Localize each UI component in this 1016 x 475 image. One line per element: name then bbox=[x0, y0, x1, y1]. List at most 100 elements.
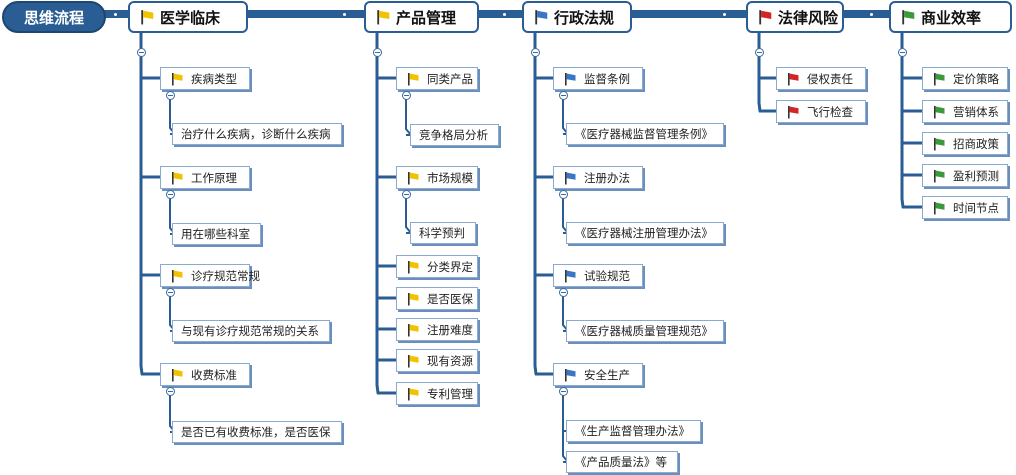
collapse-toggle-icon[interactable] bbox=[165, 386, 175, 396]
collapse-toggle-icon[interactable] bbox=[897, 47, 907, 57]
flag-yellow-icon bbox=[408, 171, 419, 184]
connector-dot bbox=[342, 12, 346, 16]
item-label: 专利管理 bbox=[427, 386, 473, 401]
category-2-item[interactable]: 注册难度 bbox=[396, 318, 478, 341]
category-1-item[interactable]: 工作原理 bbox=[160, 166, 250, 189]
detail-note[interactable]: 治疗什么疾病，诊断什么疾病 bbox=[172, 123, 342, 145]
detail-note[interactable]: 《产品质量法》等 bbox=[566, 451, 678, 473]
detail-note[interactable]: 竞争格局分析 bbox=[410, 124, 499, 146]
collapse-toggle-icon[interactable] bbox=[372, 47, 382, 57]
detail-note-label: 科学预判 bbox=[419, 226, 465, 240]
flag-blue-icon bbox=[565, 72, 576, 85]
item-label: 飞行检查 bbox=[807, 104, 853, 119]
collapse-toggle-icon[interactable] bbox=[558, 189, 568, 199]
item-label: 时间节点 bbox=[953, 200, 999, 215]
category-5-item[interactable]: 招商政策 bbox=[922, 132, 1008, 155]
category-1-label: 医学临床 bbox=[160, 8, 221, 27]
flag-yellow-icon bbox=[141, 10, 154, 25]
category-5-item[interactable]: 营销体系 bbox=[922, 100, 1008, 123]
collapse-toggle-icon[interactable] bbox=[165, 287, 175, 297]
collapse-toggle-icon[interactable] bbox=[558, 90, 568, 100]
category-4[interactable]: 法律风险 bbox=[746, 1, 844, 33]
category-2-item[interactable]: 市场规模 bbox=[396, 166, 478, 189]
category-3-item[interactable]: 试验规范 bbox=[553, 264, 643, 287]
collapse-toggle-icon[interactable] bbox=[165, 90, 175, 100]
item-label: 招商政策 bbox=[953, 136, 999, 151]
detail-note[interactable]: 科学预判 bbox=[410, 222, 476, 244]
item-label: 工作原理 bbox=[191, 170, 237, 185]
flag-yellow-icon bbox=[172, 368, 183, 381]
category-2[interactable]: 产品管理 bbox=[364, 1, 479, 33]
category-1-item[interactable]: 诊疗规范常规 bbox=[160, 264, 260, 287]
item-label: 盈利预测 bbox=[953, 168, 999, 183]
category-1-item[interactable]: 疾病类型 bbox=[160, 67, 250, 90]
flag-blue-icon bbox=[535, 10, 548, 25]
item-label: 监督条例 bbox=[584, 71, 630, 86]
item-label: 侵权责任 bbox=[807, 71, 853, 86]
category-4-item[interactable]: 侵权责任 bbox=[776, 67, 866, 90]
detail-note[interactable]: 是否已有收费标准，是否医保 bbox=[172, 421, 342, 443]
root-topic-label: 思维流程 bbox=[23, 8, 84, 27]
collapse-toggle-icon[interactable] bbox=[558, 287, 568, 297]
flag-red-icon bbox=[759, 10, 772, 25]
detail-note[interactable]: 《医疗器械质量管理规范》 bbox=[566, 320, 724, 342]
detail-note[interactable]: 用在哪些科室 bbox=[172, 223, 261, 245]
category-3-item[interactable]: 监督条例 bbox=[553, 67, 643, 90]
detail-note-label: 《医疗器械质量管理规范》 bbox=[575, 324, 713, 338]
flag-yellow-icon bbox=[408, 292, 419, 305]
category-4-item[interactable]: 飞行检查 bbox=[776, 100, 866, 123]
detail-note[interactable]: 与现有诊疗规范常规的关系 bbox=[172, 320, 330, 342]
flag-blue-icon bbox=[565, 171, 576, 184]
category-2-item[interactable]: 专利管理 bbox=[396, 382, 478, 405]
category-2-item[interactable]: 同类产品 bbox=[396, 67, 478, 90]
detail-note-label: 《生产监督管理办法》 bbox=[575, 424, 690, 438]
detail-note-label: 《医疗器械注册管理办法》 bbox=[575, 226, 713, 240]
detail-note[interactable]: 《医疗器械注册管理办法》 bbox=[566, 222, 724, 244]
category-5-item[interactable]: 定价策略 bbox=[922, 67, 1008, 90]
flag-red-icon bbox=[788, 105, 799, 118]
category-1[interactable]: 医学临床 bbox=[128, 1, 248, 33]
flag-green-icon bbox=[934, 201, 945, 214]
collapse-toggle-icon[interactable] bbox=[558, 386, 568, 396]
flag-yellow-icon bbox=[377, 10, 390, 25]
category-1-item[interactable]: 收费标准 bbox=[160, 363, 250, 386]
collapse-toggle-icon[interactable] bbox=[530, 47, 540, 57]
root-topic[interactable]: 思维流程 bbox=[2, 1, 106, 33]
collapse-toggle-icon[interactable] bbox=[754, 47, 764, 57]
category-3[interactable]: 行政法规 bbox=[522, 1, 632, 33]
category-2-item[interactable]: 是否医保 bbox=[396, 287, 478, 310]
flag-yellow-icon bbox=[408, 354, 419, 367]
flag-yellow-icon bbox=[172, 171, 183, 184]
item-label: 安全生产 bbox=[584, 367, 630, 382]
connector-dot bbox=[113, 12, 117, 16]
item-label: 市场规模 bbox=[427, 170, 473, 185]
detail-note[interactable]: 《医疗器械监督管理条例》 bbox=[566, 123, 724, 145]
category-2-item[interactable]: 现有资源 bbox=[396, 349, 478, 372]
flag-yellow-icon bbox=[408, 260, 419, 273]
category-5-item[interactable]: 盈利预测 bbox=[922, 164, 1008, 187]
detail-note-label: 《产品质量法》等 bbox=[575, 455, 667, 469]
item-label: 疾病类型 bbox=[191, 71, 237, 86]
category-3-item[interactable]: 安全生产 bbox=[553, 363, 643, 386]
category-5-item[interactable]: 时间节点 bbox=[922, 196, 1008, 219]
connector-dot bbox=[722, 12, 726, 16]
collapse-toggle-icon[interactable] bbox=[165, 189, 175, 199]
flag-yellow-icon bbox=[172, 269, 183, 282]
detail-note-label: 治疗什么疾病，诊断什么疾病 bbox=[181, 127, 331, 141]
collapse-toggle-icon[interactable] bbox=[136, 47, 146, 57]
flag-yellow-icon bbox=[408, 323, 419, 336]
category-3-item[interactable]: 注册办法 bbox=[553, 166, 643, 189]
collapse-toggle-icon[interactable] bbox=[401, 189, 411, 199]
item-label: 分类界定 bbox=[427, 259, 473, 274]
category-2-item[interactable]: 分类界定 bbox=[396, 255, 478, 278]
flag-green-icon bbox=[934, 105, 945, 118]
item-label: 是否医保 bbox=[427, 291, 473, 306]
flag-green-icon bbox=[934, 137, 945, 150]
flag-green-icon bbox=[902, 10, 915, 25]
collapse-toggle-icon[interactable] bbox=[401, 90, 411, 100]
flag-yellow-icon bbox=[408, 72, 419, 85]
item-label: 同类产品 bbox=[427, 71, 473, 86]
category-5[interactable]: 商业效率 bbox=[889, 1, 1012, 33]
detail-note[interactable]: 《生产监督管理办法》 bbox=[566, 420, 701, 442]
flag-green-icon bbox=[934, 169, 945, 182]
